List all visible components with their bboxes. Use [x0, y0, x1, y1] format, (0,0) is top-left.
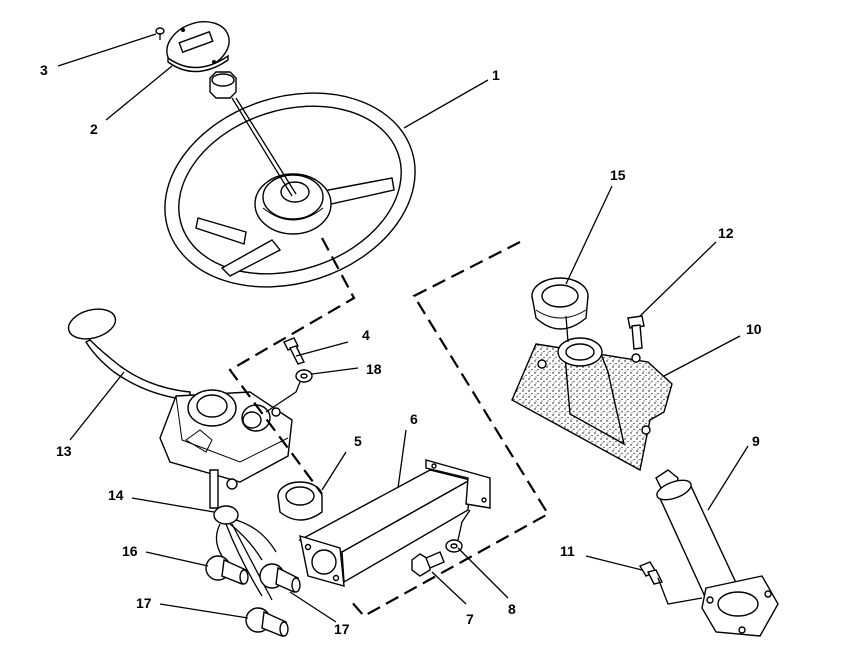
bracket-washer — [445, 539, 463, 553]
steering-column — [655, 469, 779, 637]
callout-1: 1 — [492, 67, 500, 83]
callout-2: 2 — [90, 121, 98, 137]
callout-17-right: 17 — [334, 621, 350, 637]
assembly-lines — [228, 237, 703, 618]
cap-screw — [155, 27, 165, 40]
callout-6: 6 — [410, 411, 418, 427]
column-bushing — [531, 277, 589, 330]
callout-8: 8 — [508, 601, 516, 617]
connector-16 — [205, 555, 249, 585]
cover-bolt — [627, 315, 645, 350]
wiring-harness — [213, 505, 277, 601]
callout-labels: 1 2 3 4 18 13 5 6 7 8 9 10 11 12 15 14 1… — [40, 62, 762, 637]
connector-17-left — [245, 607, 289, 637]
callout-14: 14 — [108, 487, 124, 503]
bolt — [283, 337, 305, 365]
callout-12: 12 — [718, 225, 734, 241]
shift-lever — [67, 308, 293, 509]
bracket-bolt — [411, 551, 445, 577]
callout-3: 3 — [40, 62, 48, 78]
washer — [295, 369, 313, 383]
hub-nut — [209, 71, 237, 99]
callout-4: 4 — [362, 327, 370, 343]
callout-11: 11 — [560, 543, 575, 559]
callout-15: 15 — [610, 167, 626, 183]
callout-16: 16 — [122, 543, 138, 559]
callout-17-left: 17 — [136, 595, 152, 611]
callout-13: 13 — [56, 443, 72, 459]
callout-5: 5 — [354, 433, 362, 449]
callout-18: 18 — [366, 361, 382, 377]
steering-wheel — [164, 92, 416, 288]
callout-10: 10 — [746, 321, 762, 337]
callout-9: 9 — [752, 433, 760, 449]
mounting-bracket — [298, 459, 491, 587]
column-cover — [511, 337, 673, 472]
connector-17-right — [259, 563, 301, 593]
bushing — [277, 481, 323, 521]
callout-7: 7 — [466, 611, 474, 627]
leader-lines — [57, 33, 749, 623]
horn-cap — [166, 21, 230, 73]
